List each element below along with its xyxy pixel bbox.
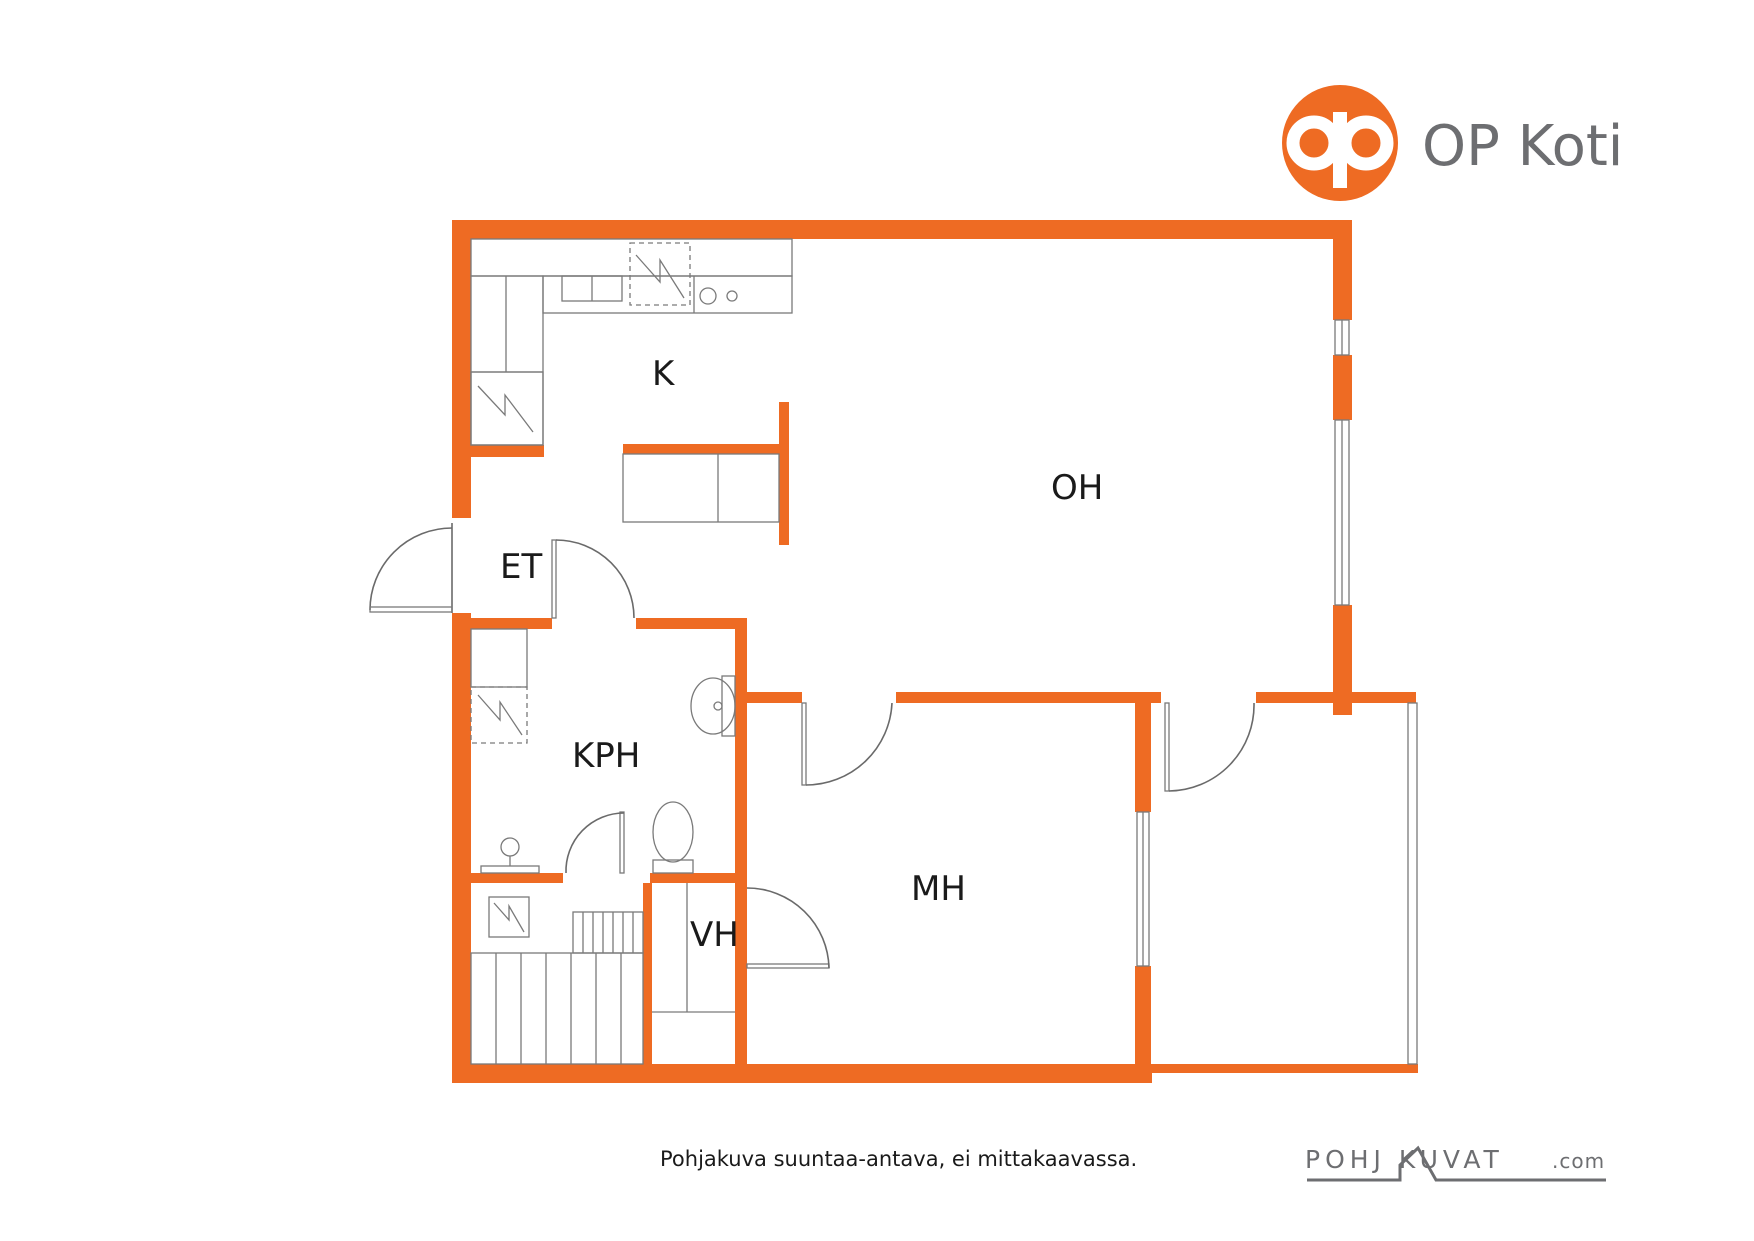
brand-logo: OP Koti: [1282, 85, 1623, 201]
washing-machine-icon: [470, 686, 528, 744]
room-label-living: OH: [1051, 468, 1103, 508]
windows: [1136, 319, 1418, 1065]
wardrobe-fixtures: [652, 883, 735, 1013]
brand-name: OP Koti: [1422, 114, 1623, 179]
toilet-icon: [652, 801, 694, 874]
stove-icon: [693, 276, 738, 313]
room-label-bathroom: KPH: [572, 736, 640, 776]
boiler-icon: [488, 896, 530, 938]
room-label-wardrobe: VH: [690, 915, 739, 955]
credit-suffix: .com: [1552, 1149, 1605, 1173]
walls: [452, 220, 1418, 1083]
sink-icon: [561, 275, 623, 302]
washbasin-icon: [690, 675, 736, 737]
stairs: [470, 896, 644, 1065]
room-label-kitchen: K: [652, 354, 676, 394]
credit-main: POHJ KUVAT: [1305, 1145, 1504, 1174]
plan-caption: Pohjakuva suuntaa-antava, ei mittakaavas…: [660, 1147, 1137, 1171]
shower-icon: [480, 837, 540, 874]
room-label-entry: ET: [500, 547, 542, 587]
kitchen-island: [622, 453, 780, 523]
dishwasher-icon: [629, 242, 691, 306]
room-label-bedroom: MH: [911, 869, 966, 909]
fridge-icon: [470, 371, 544, 446]
kitchen-fixtures: [470, 238, 793, 523]
pohjakuvat-logo: POHJ KUVAT .com: [1305, 1145, 1606, 1182]
op-logo-icon: [1282, 85, 1398, 201]
doors: [369, 523, 1255, 969]
bathroom-fixtures: [470, 628, 736, 874]
